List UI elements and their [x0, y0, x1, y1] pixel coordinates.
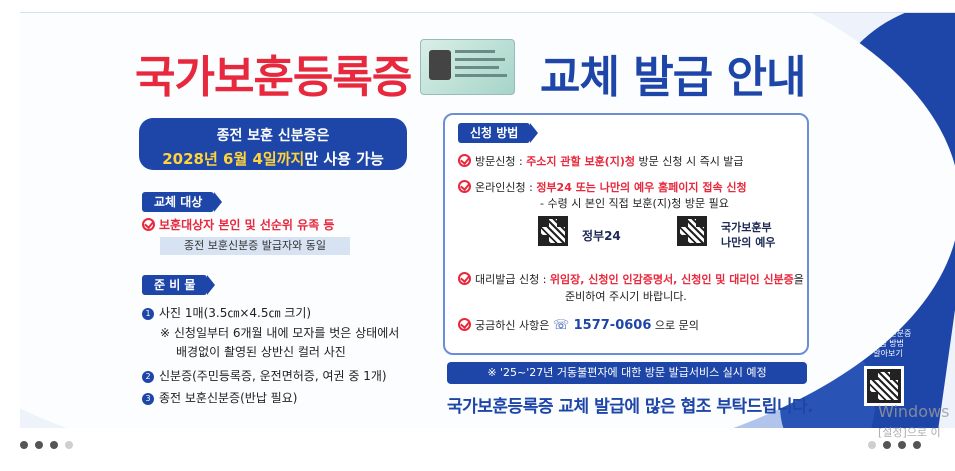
id-card-image	[420, 39, 515, 95]
target-item: 보훈대상자 본인 및 선순위 유족 등	[142, 216, 334, 233]
online-highlight: 정부24 또는 나만의 예우 홈페이지 접속 신청	[536, 181, 747, 194]
mobile-label-2: 발급 방법	[872, 339, 904, 348]
banner-title-right: 교체 발급 안내	[540, 52, 807, 103]
qr2-label-1: 국가보훈부	[721, 221, 772, 234]
carousel-dot[interactable]	[35, 441, 43, 449]
prep-item-2: 2 신분증(주민등록증, 운전면허증, 여권 중 1개)	[142, 367, 387, 384]
prep-note-2: 배경없이 촬영된 상반신 컬러 사진	[176, 345, 346, 359]
carousel-dots-left	[20, 441, 73, 449]
mobile-id-guide[interactable]: 모바일 신분증 발급 방법 알아보기	[858, 329, 918, 359]
number-icon: 3	[142, 393, 154, 405]
check-icon	[458, 272, 471, 285]
check-icon	[458, 180, 471, 193]
windows-activation-watermark: Windows	[878, 402, 950, 421]
carousel-dot[interactable]	[50, 441, 58, 449]
qr2-label-2: 나만의 예우	[721, 236, 776, 249]
carousel-dot[interactable]	[65, 441, 73, 449]
visit-highlight: 주소지 관할 보훈(지)청	[526, 155, 635, 168]
validity-date: 2028년 6월 4일까지	[162, 150, 305, 168]
prep-item-1: 1 사진 1매(3.5㎝×4.5㎝ 크기)	[142, 304, 311, 321]
apply-tag: 신청 방법	[458, 123, 539, 143]
qr-code-gov24[interactable]	[538, 216, 568, 246]
promo-banner[interactable]: 국가보훈등록증 교체 발급 안내 종전 보훈 신분증은 2028년 6월 4일까…	[20, 12, 955, 428]
qr-code-myhonor[interactable]	[677, 216, 707, 246]
id-line	[455, 66, 499, 69]
carousel-dot[interactable]	[20, 441, 28, 449]
qr-pattern	[867, 369, 901, 403]
check-icon	[142, 218, 155, 231]
mobile-label-1: 모바일 신분증	[864, 329, 912, 338]
visit-label: 방문신청 :	[475, 155, 527, 168]
target-item-text: 보훈대상자 본인 및 선순위 유족 등	[159, 218, 335, 232]
inquiry-rest: 으로 문의	[651, 319, 699, 332]
mobile-label-3: 알아보기	[873, 349, 903, 358]
id-photo	[429, 50, 451, 80]
apply-panel	[443, 113, 809, 355]
phone-number[interactable]: ☏ 1577-0606	[552, 318, 652, 333]
number-icon: 2	[142, 371, 154, 383]
validity-rest: 만 사용 가능	[304, 150, 384, 168]
prep-item-3: 3 종전 보훈신분증(반납 필요)	[142, 389, 297, 406]
carousel-dot[interactable]	[898, 441, 906, 449]
windows-activation-hint: [설정]으로 이	[878, 426, 941, 439]
prep-item-1-text: 사진 1매(3.5㎝×4.5㎝ 크기)	[159, 306, 312, 320]
prep-tag: 준 비 물	[142, 275, 217, 295]
target-tag: 교체 대상	[142, 192, 223, 212]
validity-line1: 종전 보훈 신분증은	[216, 128, 330, 144]
proxy-label: 대리발급 신청 :	[475, 273, 550, 286]
apply-proxy: 대리발급 신청 : 위임장, 신청인 인감증명서, 신청인 및 대리인 신분증을	[458, 271, 804, 287]
online-label: 온라인신청 :	[475, 181, 537, 194]
check-icon	[458, 154, 471, 167]
apply-visit: 방문신청 : 주소지 관할 보훈(지)청 방문 신청 시 즉시 발급	[458, 153, 744, 169]
apply-inquiry: 궁금하신 사항은 ☏ 1577-0606 으로 문의	[458, 317, 699, 333]
banner-title-left: 국가보훈등록증	[135, 52, 412, 103]
visit-rest: 방문 신청 시 즉시 발급	[634, 155, 744, 168]
proxy-rest: 을	[793, 273, 804, 286]
validity-notice: 종전 보훈 신분증은 2028년 6월 4일까지만 사용 가능	[139, 118, 407, 170]
prep-note-1: ※ 신청일부터 6개월 내에 모자를 벗은 상태에서	[160, 326, 400, 340]
carousel-dots-right	[868, 441, 921, 449]
proxy-line2: 준비하여 주시기 바랍니다.	[565, 290, 687, 303]
closing-message: 국가보훈등록증 교체 발급에 많은 협조 부탁드립니다.	[447, 397, 814, 417]
id-line	[455, 58, 505, 61]
validity-line2: 2028년 6월 4일까지만 사용 가능	[139, 148, 407, 169]
proxy-highlight: 위임장, 신청인 인감증명서, 신청인 및 대리인 신분증	[549, 273, 794, 286]
check-icon	[458, 318, 471, 331]
visit-service-note: ※ '25~'27년 거동불편자에 대한 방문 발급서비스 실시 예정	[447, 362, 807, 384]
apply-online: 온라인신청 : 정부24 또는 나만의 예우 홈페이지 접속 신청	[458, 179, 747, 195]
carousel-dot[interactable]	[883, 441, 891, 449]
carousel-dot[interactable]	[868, 441, 876, 449]
carousel-dot[interactable]	[913, 441, 921, 449]
qr1-label: 정부24	[582, 229, 621, 243]
number-icon: 1	[142, 308, 154, 320]
online-sub: - 수령 시 본인 직접 보훈(지)청 방문 필요	[540, 197, 729, 210]
target-note: 종전 보훈신분증 발급자와 동일	[160, 237, 350, 255]
inquiry-label: 궁금하신 사항은	[475, 319, 553, 332]
id-line	[455, 74, 507, 77]
prep-item-2-text: 신분증(주민등록증, 운전면허증, 여권 중 1개)	[159, 369, 387, 383]
prep-item-3-text: 종전 보훈신분증(반납 필요)	[159, 391, 298, 405]
qr-code-mobile[interactable]	[864, 366, 904, 406]
id-line	[455, 50, 495, 53]
